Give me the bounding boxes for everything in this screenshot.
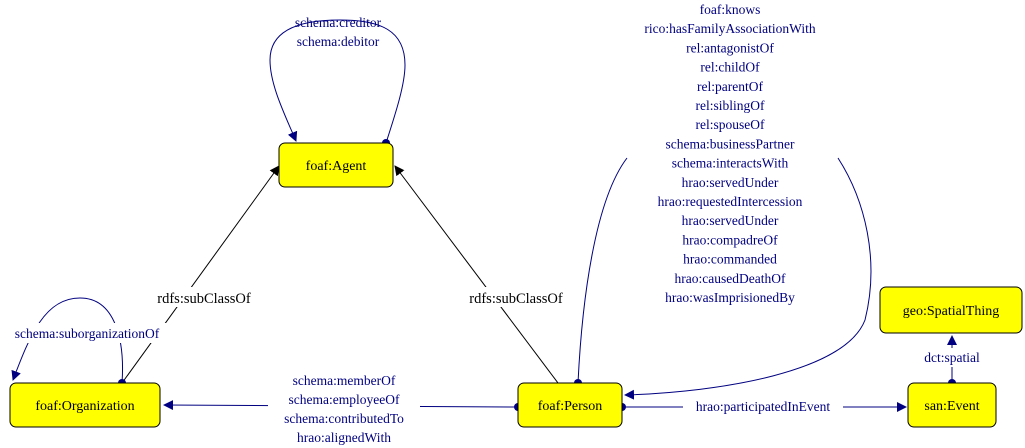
edge-label: schema:suborganizationOf	[15, 326, 160, 341]
edge-label: hrao:participatedInEvent	[696, 399, 830, 414]
edge-label: hrao:alignedWith	[297, 430, 391, 445]
edge-label: rel:parentOf	[697, 79, 763, 94]
node-organization[interactable]: foaf:Organization	[9, 382, 161, 428]
node-label: foaf:Agent	[306, 159, 367, 174]
edge-label: rel:spouseOf	[696, 117, 765, 132]
edge-label: schema:businessPartner	[666, 136, 795, 151]
edge-label: dct:spatial	[924, 350, 980, 365]
node-label: foaf:Organization	[35, 399, 134, 414]
node-person[interactable]: foaf:Person	[517, 382, 623, 428]
edge-label: schema:employeeOf	[289, 392, 400, 407]
edge-label: hrao:servedUnder	[682, 175, 779, 190]
edge-label: hrao:wasImprisionedBy	[665, 290, 795, 305]
node-label: san:Event	[924, 399, 979, 414]
edge-agent-self: schema:creditor schema:debitor	[269, 15, 406, 147]
edge-label: hrao:requestedIntercession	[658, 194, 803, 209]
node-spatial-thing[interactable]: geo:SpatialThing	[879, 286, 1023, 334]
node-label: foaf:Person	[538, 399, 603, 414]
edge-label: schema:memberOf	[293, 373, 396, 388]
edge-label: hrao:servedUnder	[682, 213, 779, 228]
edge-person-to-organization: schema:memberOf schema:employeeOf schema…	[163, 370, 522, 446]
edge-label: schema:debitor	[297, 34, 380, 49]
edge-label: rel:siblingOf	[696, 98, 765, 113]
edge-organization-self: schema:suborganizationOf	[2, 297, 172, 384]
node-label: geo:SpatialThing	[903, 304, 999, 319]
edge-label: rel:childOf	[700, 60, 760, 75]
edge-label: hrao:causedDeathOf	[675, 271, 786, 286]
edge-person-subclass: rdfs:subClassOf	[394, 165, 578, 384]
edge-person-self-labels: foaf:knows rico:hasFamilyAssociationWith r…	[644, 2, 815, 305]
edge-label: schema:creditor	[295, 15, 382, 30]
edge-label: schema:contributedTo	[284, 411, 404, 426]
edge-person-to-event: hrao:participatedInEvent	[618, 397, 907, 416]
edge-label: foaf:knows	[700, 2, 761, 17]
edge-organization-subclass: rdfs:subClassOf	[118, 165, 280, 387]
edge-label: rdfs:subClassOf	[469, 291, 563, 307]
edge-label: rdfs:subClassOf	[157, 291, 251, 307]
node-event[interactable]: san:Event	[907, 382, 997, 428]
edge-label: schema:interactsWith	[672, 156, 789, 171]
edge-label: hrao:commanded	[683, 252, 777, 267]
edge-event-to-spatial: dct:spatial	[913, 335, 991, 387]
edge-label: rico:hasFamilyAssociationWith	[644, 21, 815, 36]
edge-person-self: foaf:knows rico:hasFamilyAssociationWith r…	[574, 2, 872, 400]
node-agent[interactable]: foaf:Agent	[278, 142, 394, 188]
edge-label: rel:antagonistOf	[686, 40, 774, 55]
edge-label: hrao:compadreOf	[682, 232, 778, 247]
